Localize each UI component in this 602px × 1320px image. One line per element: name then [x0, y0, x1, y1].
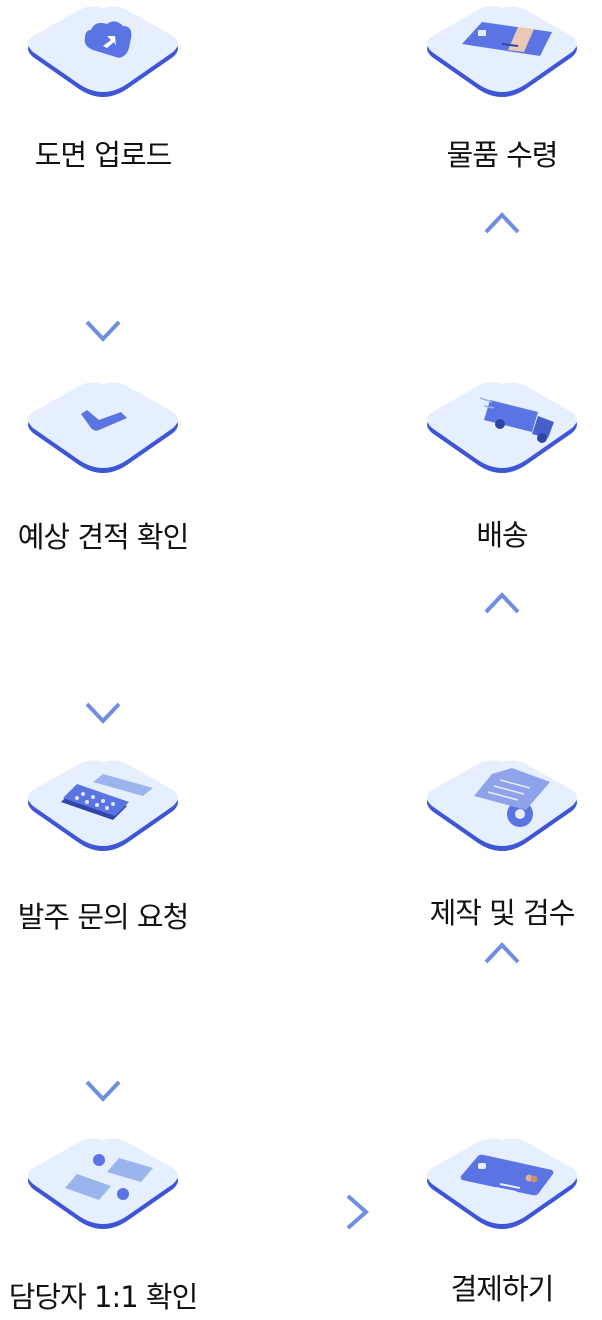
chat-users-icon [23, 1132, 183, 1232]
arrow-down-icon [85, 602, 121, 724]
step-manager-confirm: 담당자 1:1 확인 [3, 1132, 203, 1314]
step-label: 담당자 1:1 확인 [8, 1280, 199, 1314]
arrow-up-icon [484, 592, 520, 716]
step-label: 배송 [476, 518, 528, 552]
step-label: 물품 수령 [446, 138, 559, 172]
step-label: 결제하기 [450, 1272, 555, 1306]
step-label: 발주 문의 요청 [17, 900, 190, 934]
arrow-right-icon [248, 1194, 370, 1230]
step-delivery: 배송 [402, 376, 602, 556]
step-estimate-check: 예상 견적 확인 [3, 376, 203, 556]
arrow-down-icon [85, 982, 121, 1102]
step-label: 도면 업로드 [34, 138, 173, 172]
cloud-upload-icon [23, 0, 183, 100]
package-box-icon [422, 0, 582, 100]
delivery-truck-icon [422, 376, 582, 476]
step-label: 제작 및 검수 [429, 896, 576, 930]
step-receive-goods: 물품 수령 [402, 0, 602, 180]
step-payment: 결제하기 [402, 1132, 602, 1312]
credit-card-icon [422, 1132, 582, 1232]
step-drawing-upload: 도면 업로드 [3, 0, 203, 180]
arrow-up-icon [484, 212, 520, 336]
keyboard-icon [23, 754, 183, 854]
checkmark-icon [23, 376, 183, 476]
step-order-inquiry: 발주 문의 요청 [3, 754, 203, 934]
arrow-down-icon [85, 222, 121, 342]
arrow-up-icon [484, 942, 520, 1092]
step-production-inspection: 제작 및 검수 [402, 754, 602, 934]
step-label: 예상 견적 확인 [17, 520, 190, 554]
document-gear-icon [422, 754, 582, 854]
